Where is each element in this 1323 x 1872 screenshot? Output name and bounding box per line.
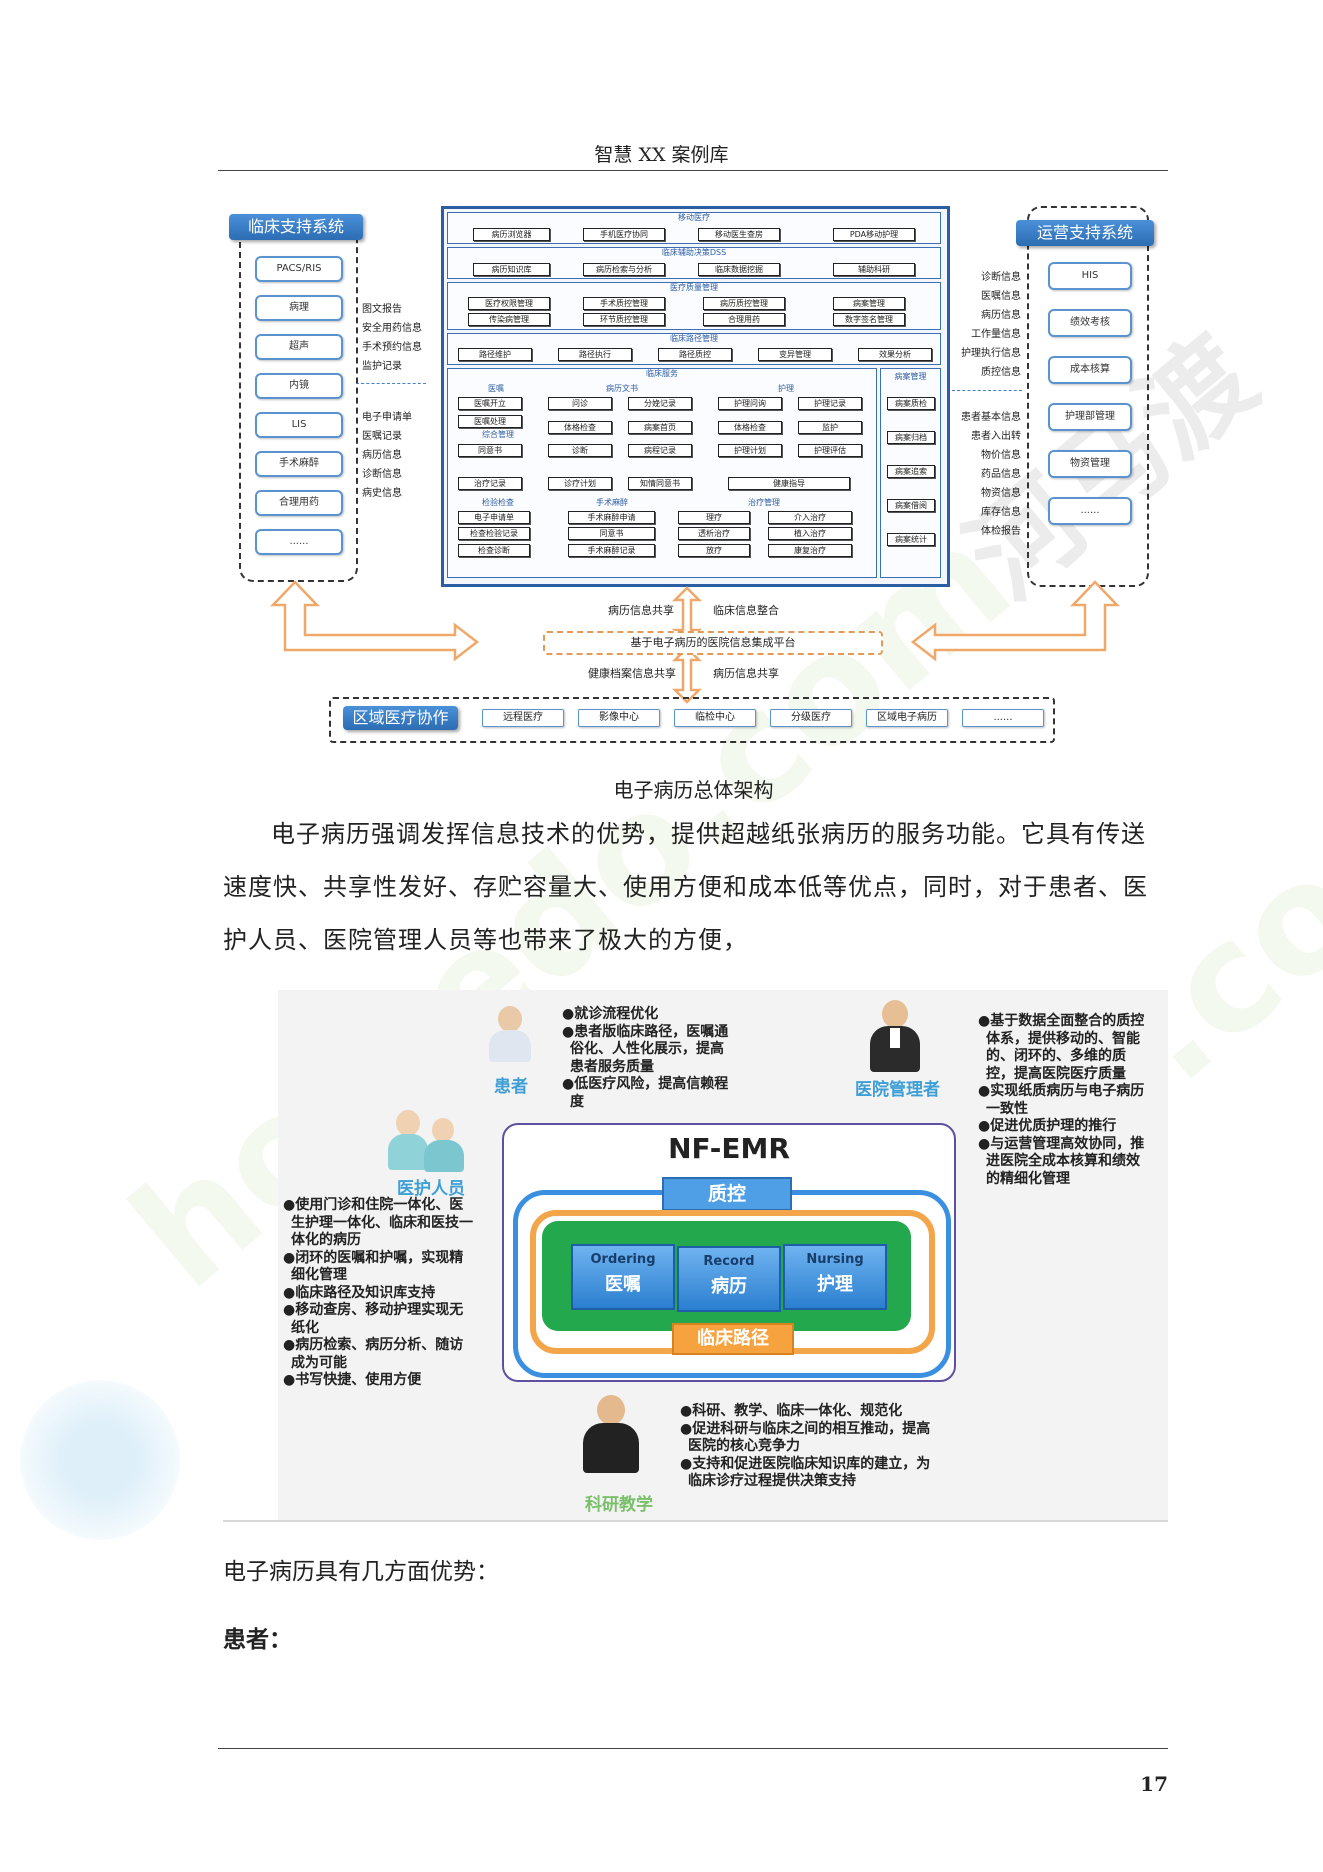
operations-system-item: 物资管理 [1048, 450, 1132, 478]
page-header-title: 智慧 XX 案例库 [594, 144, 729, 166]
band-case-mgmt: 病案管理 病案质检 病案归档 病案追索 病案借阅 病案统计 [880, 368, 941, 578]
manager-benefits: ●基于数据全面整合的质控体系，提供移动的、智能的、闭环的、多维的质控，提高医院医… [978, 1013, 1145, 1187]
band-clinical-service: 临床服务 医嘱 病历文书 护理 综合管理 检验检查 手术麻醉 治疗管理 医嘱开立… [447, 368, 877, 578]
band-clinical-pathway: 临床路径管理 路径维护 路径执行 路径质控 变异管理 效果分析 [447, 333, 941, 365]
arrow-label-record-share-2: 病历信息共享 [713, 667, 779, 680]
right-info-group-1: 诊断信息医嘱信息 病历信息工作量信息 护理执行信息质控信息 [961, 272, 1021, 378]
operations-system-item: HIS [1048, 262, 1132, 290]
regional-item: 影像中心 [578, 709, 660, 727]
left-link-arrow [356, 383, 426, 384]
arrow-label-record-share: 病历信息共享 [608, 604, 674, 617]
clinical-system-item: 手术麻醉 [255, 451, 343, 477]
regional-item: 远程医疗 [482, 709, 564, 727]
regional-item: ...... [962, 709, 1044, 727]
operations-system-item: 绩效考核 [1048, 309, 1132, 337]
nursing-module: Nursing 护理 [783, 1244, 887, 1310]
patient-label: 患者 [494, 1077, 528, 1097]
footer-rule [218, 1748, 1168, 1749]
left-info-group-1: 图文报告安全用药信息 手术预约信息监护记录 [362, 304, 422, 372]
regional-item: 临检中心 [674, 709, 756, 727]
architecture-diagram: 临床支持系统 PACS/RIS 病理超声内镜 LIS 手术麻醉合理用药...... 图… [225, 200, 1165, 745]
operations-system-item: 护理部管理 [1048, 403, 1132, 431]
ordering-module: Ordering 医嘱 [571, 1244, 675, 1310]
integration-arrows [270, 580, 1120, 704]
section-rule [223, 1520, 1168, 1522]
right-info-group-2: 患者基本信息患者入出转 物价信息药品信息 物资信息库存信息 体检报告 [961, 412, 1021, 537]
emr-title: NF-EMR [668, 1132, 790, 1165]
clinical-system-item: ...... [255, 529, 343, 555]
clinical-pathway-label: 临床路径 [672, 1323, 794, 1355]
patient-avatar-icon [487, 1006, 533, 1062]
clinical-system-item: 内镜 [255, 373, 343, 399]
research-teaching-benefits: ●科研、教学、临床一体化、规范化 ●促进科研与临床之间的相互推动，提高医院的核心… [680, 1403, 931, 1489]
operations-support-title: 运营支持系统 [1016, 220, 1154, 246]
page-number: 17 [1140, 1772, 1168, 1796]
right-link-arrow [952, 390, 1022, 391]
research-teaching-label: 科研教学 [585, 1495, 653, 1515]
operations-system-item: 成本核算 [1048, 356, 1132, 384]
arrow-label-clinical-integration: 临床信息整合 [713, 604, 779, 617]
regional-collaboration-title: 区域医疗协作 [343, 706, 458, 730]
medical-staff-label: 医护人员 [397, 1179, 465, 1199]
clinical-system-item: LIS [255, 412, 343, 438]
band-quality-mgmt: 医疗质量管理 医疗权限管理 手术质控管理 病历质控管理 病案管理 传染病管理 环… [447, 282, 941, 330]
emr-core-frame: 移动医疗 病历浏览器 手机医疗协同 移动医生查房 PDA移动护理 临床辅助决策D… [441, 206, 950, 587]
band-mobile-medical: 移动医疗 病历浏览器 手机医疗协同 移动医生查房 PDA移动护理 [447, 212, 941, 244]
header-rule [218, 170, 1168, 171]
medical-staff-benefits: ●使用门诊和住院一体化、医生护理一体化、临床和医技一体化的病历 ●闭环的医嘱和护… [283, 1197, 473, 1388]
clinical-system-item: PACS/RIS [255, 256, 343, 282]
regional-collaboration-panel [329, 697, 1055, 743]
clinical-system-item: 病理 [255, 295, 343, 321]
operations-support-panel [1027, 206, 1149, 587]
manager-label: 医院管理者 [855, 1080, 940, 1100]
medical-staff-avatar-icon [388, 1108, 464, 1172]
left-info-group-2: 电子申请单医嘱记录 病历信息诊断信息 病史信息 [362, 412, 412, 499]
quality-control-label: 质控 [662, 1177, 792, 1211]
patient-benefits: ●就诊流程优化 ●患者版临床路径，医嘱通俗化、人性化展示，提高患者服务质量 ●低… [562, 1006, 729, 1110]
manager-avatar-icon [870, 1000, 920, 1076]
researcher-avatar-icon [583, 1395, 639, 1473]
regional-item: 区域电子病历 [866, 709, 948, 727]
clinical-support-title: 临床支持系统 [229, 214, 363, 240]
clinical-system-item: 超声 [255, 334, 343, 360]
record-module: Record 病历 [677, 1246, 781, 1312]
clinical-system-item: 合理用药 [255, 490, 343, 516]
body-paragraph: 电子病历强调发挥信息技术的优势，提供超越纸张病历的服务功能。它具有传送速度快、共… [223, 820, 1148, 954]
patients-heading: 患者： [223, 1626, 292, 1653]
band-cdss: 临床辅助决策DSS 病历知识库 病历检索与分析 临床数据挖掘 辅助科研 [447, 247, 941, 279]
figure-caption: 电子病历总体架构 [613, 778, 774, 802]
regional-item: 分级医疗 [770, 709, 852, 727]
operations-system-item: ...... [1048, 497, 1132, 525]
watermark-flower-icon [20, 1380, 180, 1540]
advantages-intro: 电子病历具有几方面优势： [223, 1559, 499, 1585]
integration-platform: 基于电子病历的医院信息集成平台 [543, 631, 883, 655]
arrow-label-health-record-share: 健康档案信息共享 [588, 667, 676, 680]
